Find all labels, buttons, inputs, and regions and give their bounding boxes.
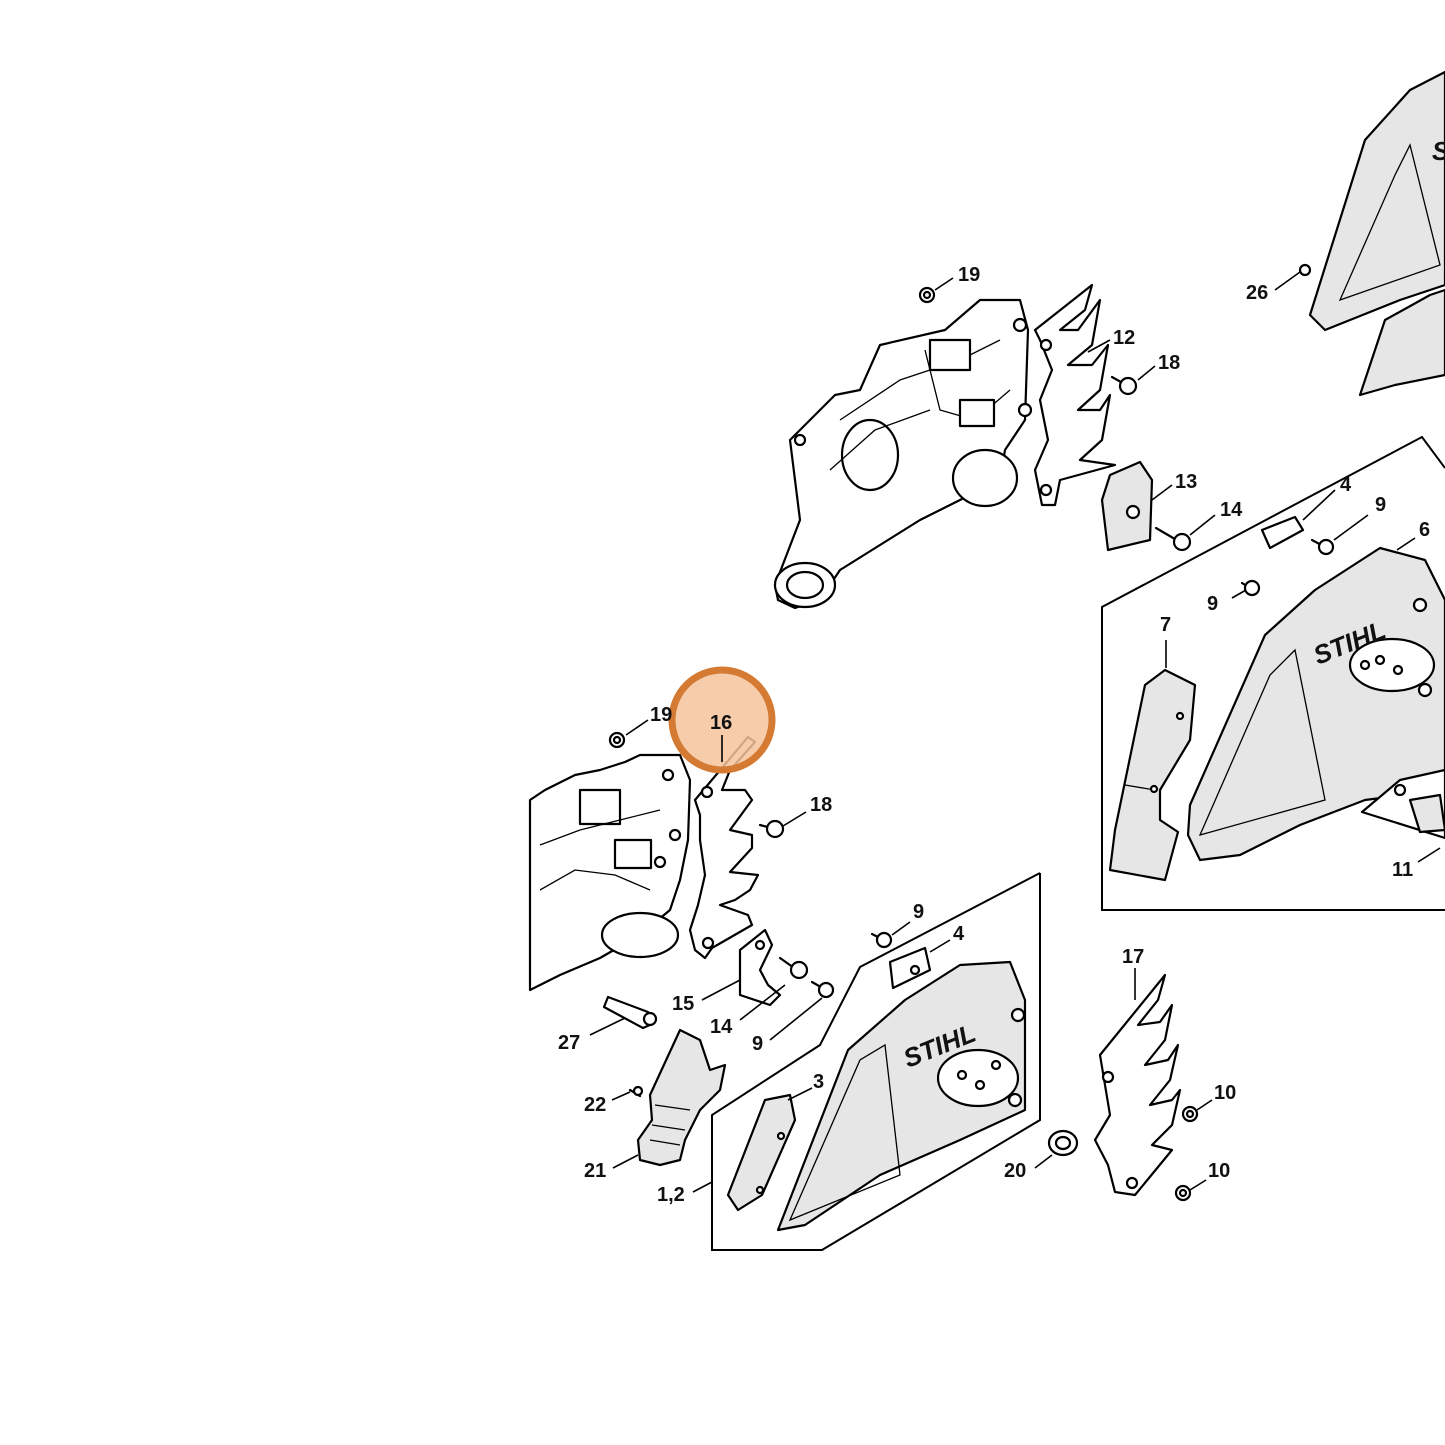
screw-9-low: [810, 980, 835, 999]
sprocket-cover-6: STIHL: [1186, 546, 1445, 862]
callout-3: 3: [813, 1071, 824, 1093]
screw-19-top: [918, 286, 936, 304]
bumper-spike-12: [1033, 283, 1117, 507]
screw-14-top: [1154, 526, 1192, 552]
chain-catcher-13: [1100, 460, 1154, 552]
callout-15: 15: [672, 993, 694, 1015]
callout-14-top: 14: [1220, 499, 1243, 521]
screw-22: [628, 1085, 644, 1098]
callout-6: 6: [1419, 519, 1430, 541]
callout-12: 12: [1113, 327, 1135, 349]
tensioner-4-mid: [888, 946, 932, 990]
callout-4-mid: 4: [953, 923, 965, 945]
callout-7: 7: [1160, 614, 1171, 636]
crankcase-middle: [528, 753, 692, 992]
callout-4-right: 4: [1340, 474, 1352, 496]
callout-10-a: 10: [1214, 1082, 1236, 1104]
sprocket-cover-1-2: STIHL: [776, 960, 1027, 1232]
kit-frame-right: [1101, 435, 1445, 911]
callout-9-low: 9: [752, 1033, 763, 1055]
callout-22: 22: [584, 1094, 606, 1116]
nut-20: [1047, 1129, 1079, 1157]
callout-18-top: 18: [1158, 352, 1180, 374]
screw-9-right-b: [1240, 579, 1261, 597]
callout-9-right-a: 9: [1375, 494, 1386, 516]
crankcase-top: [773, 298, 1033, 610]
bumper-spike-17: [1093, 973, 1182, 1197]
spike-21: [636, 1028, 727, 1167]
callout-19-top: 19: [958, 264, 980, 286]
screw-9-mid: [870, 931, 893, 949]
callout-9-right-b: 9: [1207, 593, 1218, 615]
callout-26: 26: [1246, 282, 1268, 304]
nut-10-b: [1174, 1184, 1192, 1202]
nut-10-a: [1181, 1105, 1199, 1123]
callout-13: 13: [1175, 471, 1197, 493]
callout-27: 27: [558, 1032, 580, 1054]
screw-14-mid: [778, 956, 809, 980]
callout-17: 17: [1122, 946, 1144, 968]
highlight-ring: [668, 666, 776, 774]
callout-labels: 19 12 18 13 14 4 9 6 9 7 26 11 19 16 18 …: [558, 264, 1430, 1206]
callout-10-b: 10: [1208, 1160, 1230, 1182]
screw-18-top: [1110, 375, 1138, 396]
callout-19-mid: 19: [650, 704, 672, 726]
side-cover-top-right: S: [1298, 70, 1445, 397]
leader-lines: [589, 271, 1441, 1193]
callout-14-mid: 14: [710, 1016, 733, 1038]
pin-11: [1360, 768, 1445, 840]
screw-9-right-a: [1310, 538, 1335, 556]
screw-19-mid: [608, 731, 626, 749]
svg-text:S: S: [1432, 136, 1445, 166]
pad-7: [1108, 668, 1197, 882]
callout-11: 11: [1392, 859, 1413, 881]
screw-18-mid: [758, 819, 785, 839]
pad-3: [726, 1093, 797, 1212]
callout-16: 16: [710, 712, 732, 734]
callout-18-mid: 18: [810, 794, 832, 816]
callout-9-mid: 9: [913, 901, 924, 923]
pin-27: [602, 995, 654, 1030]
callout-21: 21: [584, 1160, 606, 1182]
callout-20: 20: [1004, 1160, 1026, 1182]
chain-catcher-15: [738, 928, 782, 1007]
tensioner-4-right: [1260, 515, 1305, 550]
callout-1-2: 1,2: [657, 1184, 685, 1206]
